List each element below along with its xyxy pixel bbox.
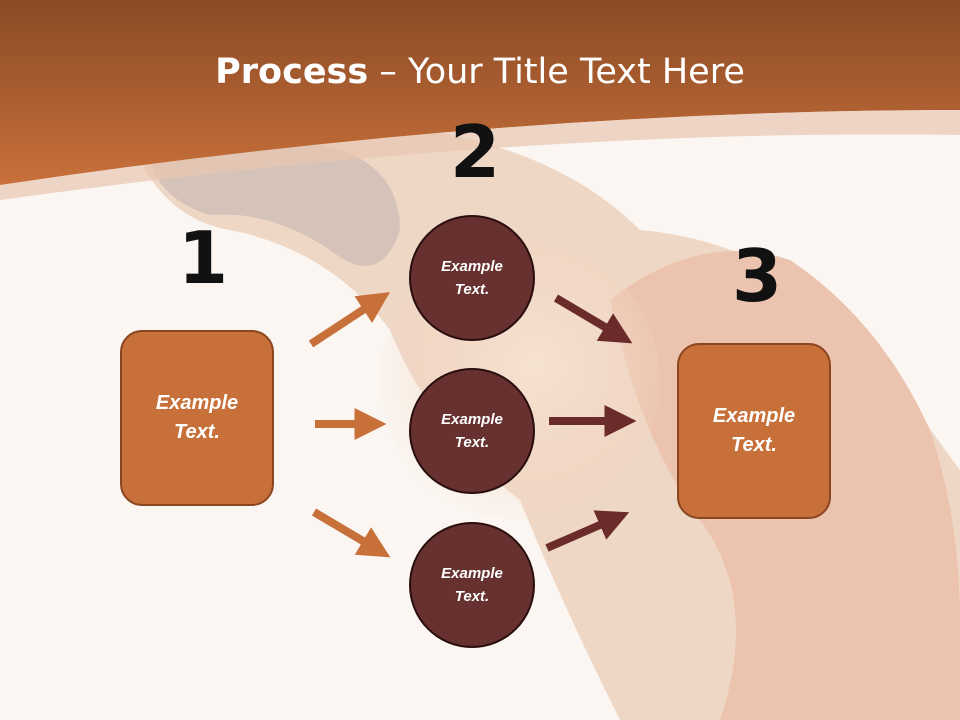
arrow-top-to-3: [553, 294, 633, 344]
step-3-line1: Example: [712, 405, 796, 427]
step-number-1: 1: [178, 216, 229, 300]
arrow-1-to-top: [308, 292, 391, 348]
step-number-3: 3: [732, 234, 783, 318]
step-number-2: 2: [450, 110, 501, 194]
node-center-line2: Text.: [454, 434, 490, 451]
arrow-1-to-bottom: [311, 508, 391, 558]
node-bottom-line1: Example: [441, 564, 503, 582]
step-3-line2: Text.: [731, 434, 777, 456]
arrow-bottom-to-3: [545, 510, 630, 552]
header-band: [0, 0, 960, 185]
node-center-line1: Example: [441, 410, 503, 428]
step-1-line1: Example: [155, 392, 239, 414]
node-top-line1: Example: [441, 257, 503, 275]
node-top-line2: Text.: [454, 281, 490, 298]
header-swoosh: [0, 110, 960, 200]
title-rest: – Your Title Text Here: [368, 52, 745, 92]
step-1-line2: Text.: [174, 421, 220, 443]
node-bottom-line2: Text.: [454, 588, 490, 605]
slide-title: Process – Your Title Text Here: [0, 52, 960, 92]
title-bold: Process: [215, 52, 369, 92]
